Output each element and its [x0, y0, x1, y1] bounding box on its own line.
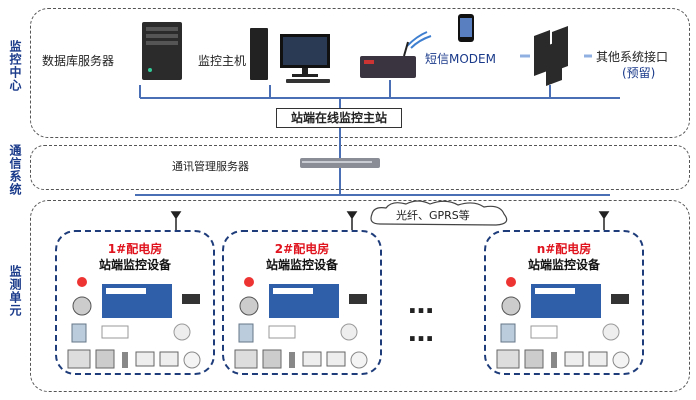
station-1-subtitle: 站端监控设备 [98, 258, 171, 272]
station-1-devices [67, 277, 201, 369]
ellipsis-bottom: … [408, 318, 434, 348]
ellipsis-top: … [408, 290, 434, 320]
comm-system-text: 通信系统 [8, 144, 22, 196]
station-1-title: 1#配电房 [107, 242, 163, 256]
sms-modem-label: 短信MODEM [425, 52, 496, 66]
other-interface-label: 其他系统接口 [596, 50, 669, 64]
monitor-center-section [30, 8, 690, 138]
monitor-center-text: 监控中心 [8, 40, 22, 92]
monitor-unit-text: 监测单元 [8, 265, 22, 317]
station-n: n#配电房 站端监控设备 [484, 230, 644, 375]
station-2-subtitle: 站端监控设备 [265, 258, 338, 272]
monitor-host-label: 监控主机 [198, 54, 247, 68]
monitor-unit-section [30, 200, 690, 392]
antenna-icon [170, 211, 182, 230]
network-cloud-icon [370, 200, 508, 226]
network-label: 光纤、GPRS等 [396, 209, 470, 222]
station-n-title: n#配电房 [536, 242, 592, 256]
main-station-box: 站端在线监控主站 [276, 108, 402, 128]
monitor-center-label: 监控中心 [6, 40, 24, 96]
comm-system-section [30, 145, 690, 190]
comm-server-label: 通讯管理服务器 [172, 160, 249, 173]
monitor-unit-label: 监测单元 [6, 265, 24, 321]
antenna-icon [346, 211, 358, 230]
comm-server-icon [300, 158, 380, 168]
comm-system-label: 通信系统 [6, 144, 24, 200]
monitor-host-icon [250, 28, 330, 83]
db-server-label: 数据库服务器 [42, 54, 115, 68]
station-n-devices [496, 277, 630, 369]
phone-icon [458, 14, 474, 42]
station-1: 1#配电房 站端监控设备 [55, 230, 215, 375]
station-2-devices [234, 277, 368, 369]
station-n-subtitle: 站端监控设备 [527, 258, 600, 272]
reserved-label: (预留) [622, 66, 656, 80]
db-server-icon [142, 22, 182, 80]
antenna-icon [598, 211, 610, 230]
station-2-title: 2#配电房 [274, 242, 330, 256]
server-cluster-icon [520, 26, 592, 86]
station-2: 2#配电房 站端监控设备 [222, 230, 382, 375]
signal-waves-icon [406, 31, 432, 49]
modem-icon [360, 41, 416, 78]
